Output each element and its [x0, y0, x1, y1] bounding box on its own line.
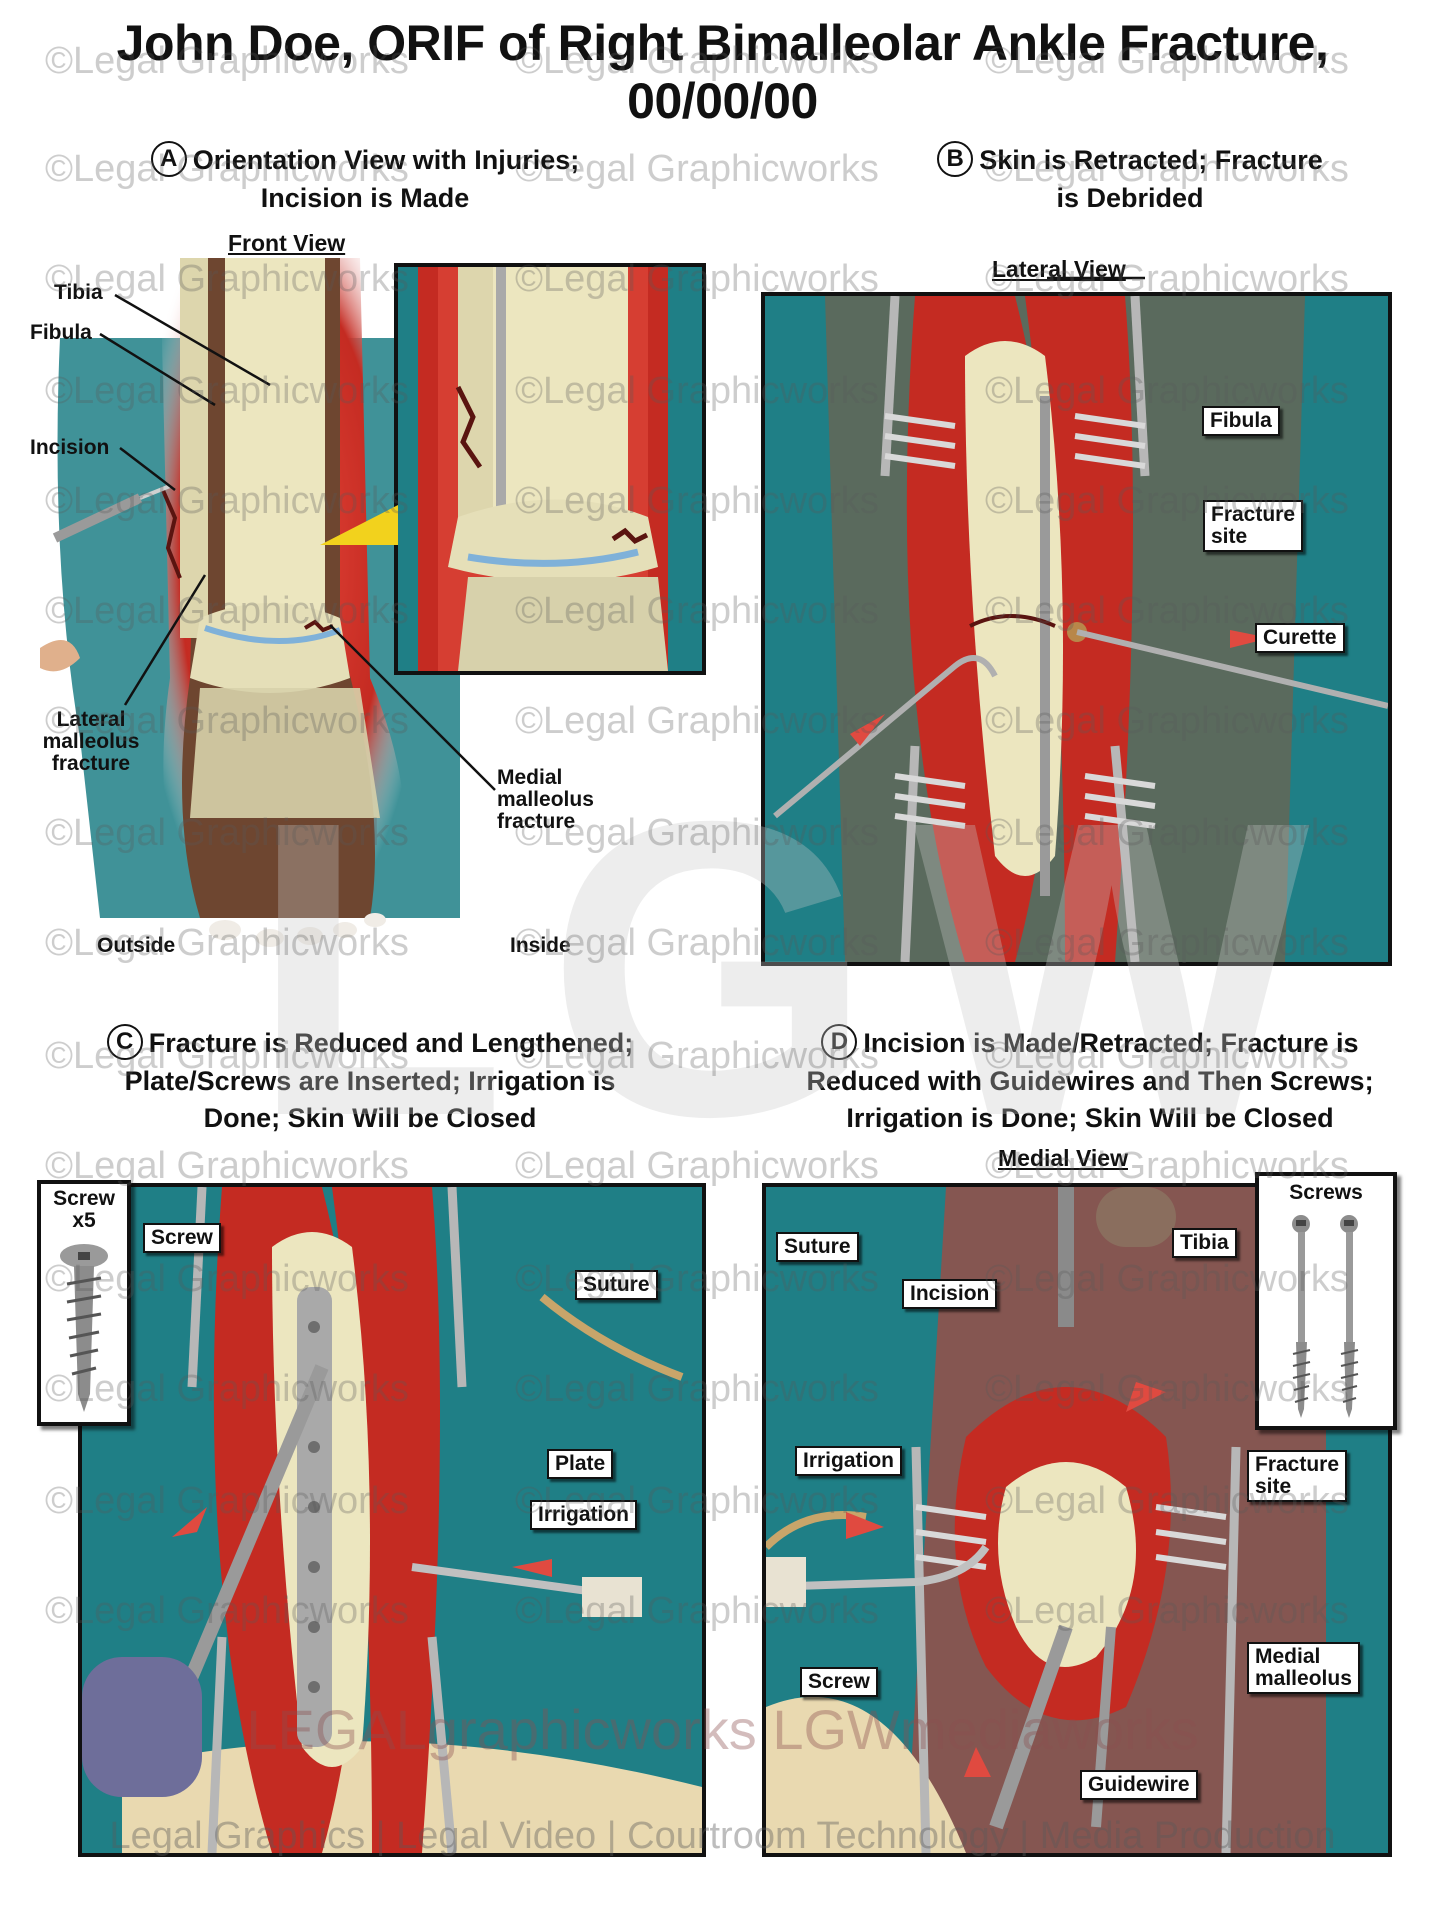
- panel-d-medial-callout: Medial malleolus: [1247, 1642, 1360, 1694]
- panel-d-screw-callout: Screw: [800, 1667, 878, 1697]
- panel-a-pointer: [320, 505, 398, 545]
- panel-c-heading-line-1: Fracture is Reduced and Lengthened;: [148, 1028, 634, 1058]
- panel-b-heading-line-2: is Debrided: [1056, 182, 1204, 213]
- panel-a-view-label: Front View: [228, 230, 346, 256]
- panel-c-image: [78, 1183, 706, 1857]
- panel-c-heading-line-3: Done; Skin Will be Closed: [203, 1102, 537, 1133]
- panel-d-surgical-art: [766, 1187, 1388, 1853]
- panel-a-letter: A: [150, 140, 187, 177]
- panel-a-tibia-label: Tibia: [54, 281, 103, 304]
- panel-a-outside-label: Outside: [97, 934, 176, 957]
- title-line-2: 00/00/00: [627, 73, 818, 129]
- page-title: John Doe, ORIF of Right Bimalleolar Ankl…: [0, 14, 1445, 130]
- panel-a-inside-label: Inside: [510, 934, 571, 957]
- panel-d-screws-box-label: Screws: [1289, 1181, 1363, 1204]
- panel-b-heading-line-1: Skin is Retracted; Fracture: [979, 145, 1323, 175]
- panel-a-heading-line-1: Orientation View with Injuries;: [192, 145, 580, 175]
- panel-d-incision-callout: Incision: [902, 1279, 998, 1309]
- panel-d-irrigation-callout: Irrigation: [795, 1446, 903, 1476]
- panel-d-heading-line-3: Irrigation is Done; Skin Will be Closed: [846, 1102, 1334, 1133]
- panel-b-letter: B: [937, 140, 974, 177]
- panel-c-suture-callout: Suture: [575, 1270, 658, 1300]
- title-line-1: John Doe, ORIF of Right Bimalleolar Ankl…: [116, 15, 1329, 71]
- panel-c-screw-callout: Screw: [143, 1223, 221, 1253]
- screw-icon: [60, 1244, 108, 1412]
- panel-d-heading-line-2: Reduced with Guidewires and Then Screws;: [806, 1065, 1374, 1096]
- panel-a-incision-label: Incision: [30, 436, 110, 459]
- panel-a-inset-art: [418, 267, 668, 671]
- panel-d-suture-callout: Suture: [776, 1232, 859, 1262]
- panel-d-letter: D: [821, 1023, 858, 1060]
- panel-a-medial-label: Medial malleolus fracture: [497, 766, 594, 833]
- panel-c-letter: C: [106, 1023, 143, 1060]
- panel-d-screws-box: Screws: [1255, 1172, 1397, 1430]
- footer-tagline-watermark: Legal Graphics | Legal Video | Courtroom…: [109, 1815, 1336, 1857]
- screws-icon: [1292, 1215, 1359, 1418]
- panel-d-guidewire-callout: Guidewire: [1080, 1770, 1198, 1800]
- panel-a-heading-line-2: Incision is Made: [260, 182, 470, 213]
- panel-b-fracture-site-callout: Fracture site: [1203, 500, 1304, 552]
- panel-d-tibia-callout: Tibia: [1172, 1228, 1237, 1258]
- panel-c-screw-box-label: Screw x5: [53, 1187, 115, 1232]
- footer-brand-watermark: LEGALgraphicworks LGWmediaworks: [246, 1698, 1199, 1761]
- panel-d-fracture-site-callout: Fracture site: [1247, 1450, 1348, 1502]
- panel-d-heading-line-1: Incision is Made/Retracted; Fracture is: [863, 1028, 1359, 1058]
- panel-a-inset: [394, 263, 706, 675]
- panel-c-plate-callout: Plate: [547, 1449, 614, 1479]
- panel-b-fibula-callout: Fibula: [1202, 406, 1280, 436]
- panel-b-curette-callout: Curette: [1255, 623, 1345, 653]
- panel-c-heading-line-2: Plate/Screws are Inserted; Irrigation is: [124, 1065, 616, 1096]
- panel-c-screw-box: Screw x5: [37, 1180, 131, 1426]
- panel-d-view-label: Medial View: [998, 1145, 1128, 1171]
- panel-c-irrigation-callout: Irrigation: [530, 1500, 638, 1530]
- panel-a-lateral-label: Lateral malleolus fracture: [42, 708, 140, 775]
- panel-c-surgical-art: [82, 1187, 702, 1853]
- panel-a-fibula-label: Fibula: [30, 321, 92, 344]
